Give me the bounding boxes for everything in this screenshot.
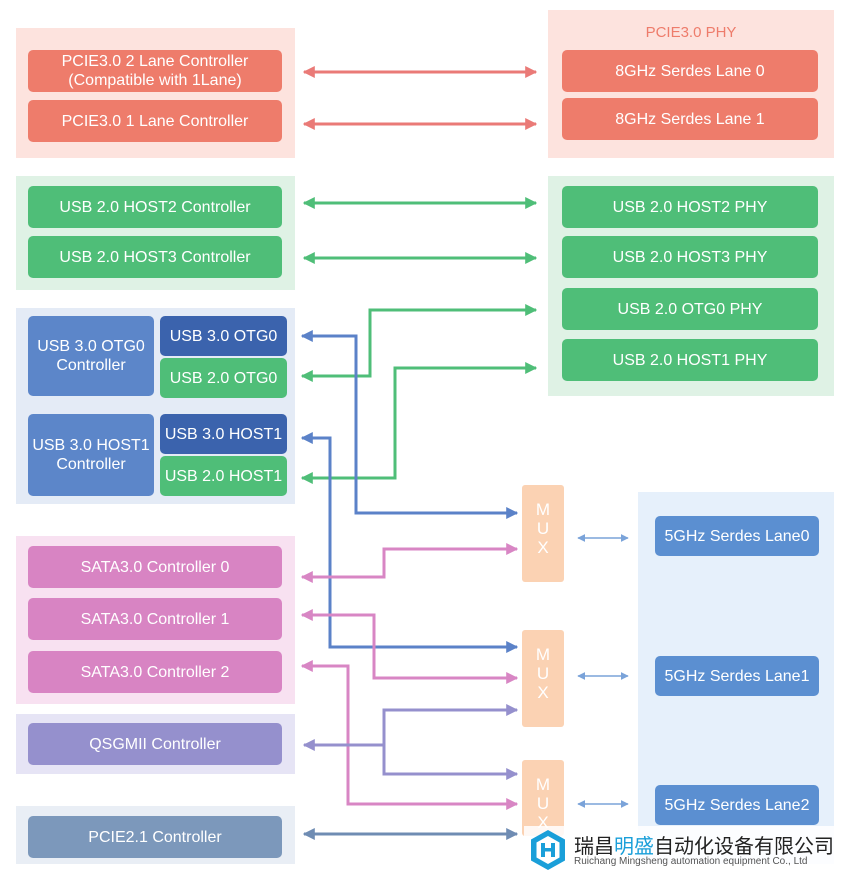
wire-sata2-mux2 — [300, 660, 519, 810]
pcie3-2lane-controller: PCIE3.0 2 Lane Controller (Compatible wi… — [28, 50, 282, 92]
usb3-otg0-controller-label: USB 3.0 OTG0 — [37, 338, 145, 355]
usb3-otg0-port: USB 3.0 OTG0 — [160, 316, 287, 356]
pcie3-serdes-lane1: 8GHz Serdes Lane 1 — [562, 98, 818, 140]
wire-usb2-otg0 — [300, 304, 538, 382]
pcie3-2lane-compat-label: (Compatible with 1Lane) — [68, 72, 242, 89]
mux-2-letter-x: X — [537, 813, 549, 832]
mux-0-letter-m: M — [535, 500, 551, 519]
company-name: 瑞昌明盛自动化设备有限公司 — [574, 830, 834, 859]
pcie3-1lane-controller: PCIE3.0 1 Lane Controller — [28, 100, 282, 142]
usb2-host1-phy: USB 2.0 HOST1 PHY — [562, 339, 818, 381]
sata-controller-0: SATA3.0 Controller 0 — [28, 546, 282, 588]
wire-usb2-host1 — [300, 362, 538, 484]
pcie2-controller: PCIE2.1 Controller — [28, 816, 282, 858]
sata-controller-2: SATA3.0 Controller 2 — [28, 651, 282, 693]
pcie3-phy-title: PCIE3.0 PHY — [645, 24, 737, 41]
mux-0: M U X — [522, 485, 564, 582]
mux-2-letter-m: M — [535, 775, 551, 794]
usb3-host1-port: USB 3.0 HOST1 — [160, 414, 287, 454]
wire-sata0-mux0 — [300, 543, 519, 583]
mux-0-letter-x: X — [537, 538, 549, 557]
mux-2: M U X — [522, 760, 564, 836]
serdes5-lane0: 5GHz Serdes Lane0 — [655, 516, 819, 556]
usb2-otg0-port: USB 2.0 OTG0 — [160, 358, 287, 398]
pcie3-serdes-lane0: 8GHz Serdes Lane 0 — [562, 50, 818, 92]
company-name-b: 明盛 — [614, 834, 654, 858]
company-name-c: 自动化设备有限公司 — [654, 834, 834, 858]
usb2-host3-controller: USB 2.0 HOST3 Controller — [28, 236, 282, 278]
usb3-host1-controller-sub: Controller — [56, 456, 126, 473]
serdes5-lane1: 5GHz Serdes Lane1 — [655, 656, 819, 696]
usb2-host3-phy: USB 2.0 HOST3 PHY — [562, 236, 818, 278]
usb3-host1-controller: USB 3.0 HOST1 Controller — [28, 414, 154, 496]
mux-0-letter-u: U — [536, 519, 550, 538]
company-name-a: 瑞昌 — [574, 834, 614, 858]
usb2-host2-phy: USB 2.0 HOST2 PHY — [562, 186, 818, 228]
usb3-otg0-controller: USB 3.0 OTG0 Controller — [28, 316, 154, 396]
mux-1-letter-m: M — [535, 645, 551, 664]
mux-2-letter-u: U — [536, 794, 550, 813]
wire-qsgmii-mux2 — [382, 745, 519, 780]
hexagon-logo-icon — [531, 830, 565, 870]
mux-1: M U X — [522, 630, 564, 727]
usb2-otg0-phy: USB 2.0 OTG0 PHY — [562, 288, 818, 330]
usb2-host1-port: USB 2.0 HOST1 — [160, 456, 287, 496]
company-logo: 瑞昌明盛自动化设备有限公司 Ruichang Mingsheng automat… — [524, 826, 850, 874]
usb2-host2-controller: USB 2.0 HOST2 Controller — [28, 186, 282, 228]
mux-1-letter-u: U — [536, 664, 550, 683]
pcie3-2lane-label: PCIE3.0 2 Lane Controller — [61, 53, 249, 70]
mux-1-letter-x: X — [537, 683, 549, 702]
wire-qsgmii-mux1 — [382, 704, 519, 745]
serdes5-lane2: 5GHz Serdes Lane2 — [655, 785, 819, 825]
sata-controller-1: SATA3.0 Controller 1 — [28, 598, 282, 640]
usb3-otg0-controller-sub: Controller — [56, 357, 126, 374]
usb3-host1-controller-label: USB 3.0 HOST1 — [32, 437, 150, 454]
wire-usb3-otg0-mux0 — [300, 330, 519, 519]
qsgmii-controller: QSGMII Controller — [28, 723, 282, 765]
company-subtitle: Ruichang Mingsheng automation equipment … — [574, 856, 808, 867]
